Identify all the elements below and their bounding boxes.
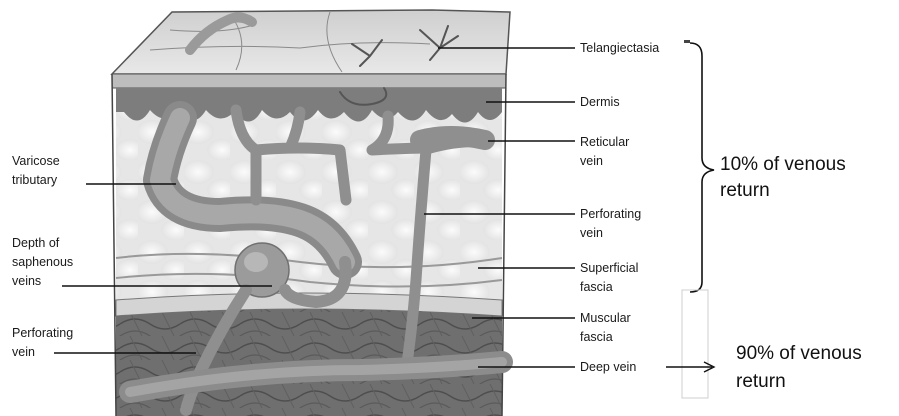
label-dermis: Dermis — [580, 95, 620, 109]
bracket-tick-mark — [684, 40, 690, 43]
label-telangiectasia: Telangiectasia — [580, 41, 659, 55]
block-left-edge — [112, 74, 116, 416]
superficial-return-bracket — [690, 43, 714, 292]
epidermis-band — [112, 74, 506, 88]
saphenous-vein-highlight — [244, 252, 268, 272]
label-deep-vein: Deep vein — [580, 360, 636, 374]
deep-system-highlight-box — [682, 290, 708, 398]
reticular-vein-main — [420, 136, 485, 140]
